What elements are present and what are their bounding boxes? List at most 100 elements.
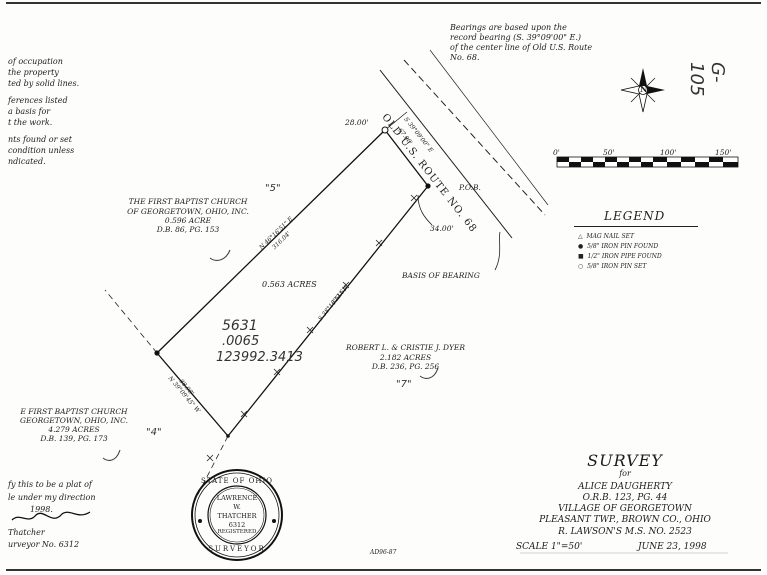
check-mark bbox=[102, 449, 121, 461]
north-letter: N bbox=[640, 84, 648, 94]
note-line: a basis for bbox=[8, 107, 51, 116]
survey-ref: R. LAWSON'S M.S. NO. 2523 bbox=[558, 527, 692, 537]
church-north-line1: THE FIRST BAPTIST CHURCH bbox=[128, 197, 248, 206]
survey-orb: O.R.B. 123, PG. 44 bbox=[582, 493, 668, 503]
drawing-number: AD96-87 bbox=[370, 549, 397, 556]
property-line-south bbox=[227, 185, 429, 437]
scale-bar bbox=[556, 156, 739, 168]
handwritten-tag-5: "5" bbox=[265, 183, 281, 194]
handwritten-margin-ref: G-105 bbox=[686, 62, 728, 97]
survey-client: ALICE DAUGHERTY bbox=[578, 482, 672, 492]
iron-pin-found-marker bbox=[154, 350, 160, 356]
leader-28 bbox=[384, 111, 408, 131]
scale-tick-50: 50' bbox=[603, 148, 615, 157]
scale-tick-150: 150' bbox=[715, 148, 732, 157]
survey-for: for bbox=[619, 469, 631, 478]
note-line: ndicated. bbox=[8, 157, 46, 166]
legend-item-mag-nail: △ MAG NAIL SET bbox=[578, 233, 634, 240]
road-edge-west bbox=[379, 69, 513, 239]
legend-item-pin-set: ○ 5/8" IRON PIN SET bbox=[578, 263, 646, 270]
bearings-note-line: Bearings are based upon the bbox=[450, 23, 567, 32]
survey-date: JUNE 23, 1998 bbox=[638, 542, 707, 552]
cert-line: le under my direction bbox=[8, 493, 96, 502]
pob-label: P.O.B. bbox=[459, 183, 481, 192]
seal-name3: THATCHER bbox=[217, 512, 257, 520]
note-line: ferences listed bbox=[8, 96, 68, 105]
corner-marker bbox=[226, 434, 230, 438]
note-line: t the work. bbox=[8, 118, 53, 127]
legend-label: 5/8" IRON PIN FOUND bbox=[587, 243, 659, 250]
dyer-line2: 2.182 ACRES bbox=[379, 353, 432, 362]
notes-left: of occupation bbox=[8, 57, 63, 67]
cert-line: Thatcher bbox=[8, 528, 45, 537]
handwritten-tag-7: "7" bbox=[396, 379, 412, 390]
seal-bottom-text: SURVEYOR bbox=[208, 545, 266, 553]
note-line: nts found or set bbox=[8, 135, 72, 144]
legend-item-pipe-found: ■ 1/2" IRON PIPE FOUND bbox=[578, 253, 662, 260]
dyer-line1: ROBERT L. & CRISTIE J. DYER bbox=[345, 343, 466, 352]
basis-leader bbox=[494, 231, 501, 271]
dim-34-leader bbox=[417, 194, 433, 226]
dim-top-28: 28.00' bbox=[345, 118, 369, 127]
legend-label: 5/8" IRON PIN SET bbox=[587, 263, 647, 270]
legend-label: 1/2" IRON PIPE FOUND bbox=[587, 253, 662, 260]
iron-pin-found-marker bbox=[425, 183, 431, 189]
seal-top-text: STATE OF OHIO bbox=[201, 477, 273, 485]
note-line: condition unless bbox=[8, 146, 75, 155]
legend-item-pin-found: ● 5/8" IRON PIN FOUND bbox=[578, 243, 658, 250]
road-edge-east bbox=[429, 49, 549, 206]
legend-label: MAG NAIL SET bbox=[586, 233, 634, 240]
road-centerline bbox=[403, 59, 546, 216]
surveyor-seal bbox=[191, 469, 283, 561]
check-mark bbox=[209, 249, 231, 261]
note-line: of occupation bbox=[8, 57, 63, 66]
church-north-line3: 0.596 ACRE bbox=[164, 216, 212, 225]
legend-title: LEGEND bbox=[604, 209, 666, 223]
property-line-road bbox=[384, 129, 429, 187]
cert-line: urveyor No. 6312 bbox=[8, 540, 80, 549]
cert-line: fy this to be a plat of bbox=[8, 480, 92, 489]
signature-stroke bbox=[11, 511, 91, 521]
seal-registered: REGISTERED bbox=[217, 529, 257, 535]
top-border bbox=[6, 2, 761, 4]
church-south-line1: E FIRST BAPTIST CHURCH bbox=[20, 407, 128, 416]
legend-rule bbox=[574, 226, 698, 227]
bottom-border bbox=[6, 569, 761, 571]
survey-scale: SCALE 1"=50' bbox=[516, 542, 583, 552]
church-south-line2: GEORGETOWN, OHIO, INC. bbox=[20, 416, 128, 425]
church-north-line2: OF GEORGETOWN, OHIO, INC. bbox=[127, 207, 249, 216]
scale-tick-100: 100' bbox=[660, 148, 677, 157]
bearings-note-line: of the center line of Old U.S. Route bbox=[450, 43, 593, 52]
cert-line: 1998. bbox=[30, 505, 53, 514]
handwritten-parcel-number: 5631 bbox=[222, 318, 258, 334]
seal-name2: W. bbox=[233, 503, 241, 511]
survey-title: SURVEY bbox=[587, 451, 663, 470]
bearings-note-line: record bearing (S. 39°09'00" E.) bbox=[450, 33, 582, 42]
scale-tick-0: 0' bbox=[553, 148, 560, 157]
open-circle-icon: ○ bbox=[578, 263, 584, 270]
survey-township: PLEASANT TWP., BROWN CO., OHIO bbox=[539, 515, 711, 525]
dyer-line3: D.B. 236, PG. 256 bbox=[371, 362, 440, 371]
check-mark bbox=[419, 367, 439, 379]
church-north-line4: D.B. 86, PG. 153 bbox=[156, 225, 220, 234]
seal-name1: LAWRENCE bbox=[216, 494, 258, 502]
note-line: the property bbox=[8, 68, 59, 77]
filled-circle-icon: ● bbox=[578, 243, 584, 250]
iron-pin-set-marker bbox=[381, 126, 389, 134]
property-line-west bbox=[156, 352, 229, 437]
north-arrow bbox=[620, 68, 665, 113]
handwritten-acreage: .0065 bbox=[222, 334, 260, 349]
filled-square-icon: ■ bbox=[578, 253, 584, 260]
fence-marks bbox=[206, 194, 418, 462]
parcel-acreage: 0.563 ACRES bbox=[262, 280, 317, 289]
bearings-note-line: No. 68. bbox=[450, 53, 480, 62]
survey-village: VILLAGE OF GEORGETOWN bbox=[558, 504, 692, 514]
church-south-line3: 4.279 ACRES bbox=[48, 425, 100, 434]
neighbor-line-north bbox=[104, 289, 158, 354]
triangle-icon: △ bbox=[578, 233, 583, 240]
basis-of-bearing-label: BASIS OF BEARING bbox=[402, 271, 480, 280]
seal-number: 6312 bbox=[228, 521, 246, 529]
dim-right-34: 34.00' bbox=[430, 224, 454, 233]
